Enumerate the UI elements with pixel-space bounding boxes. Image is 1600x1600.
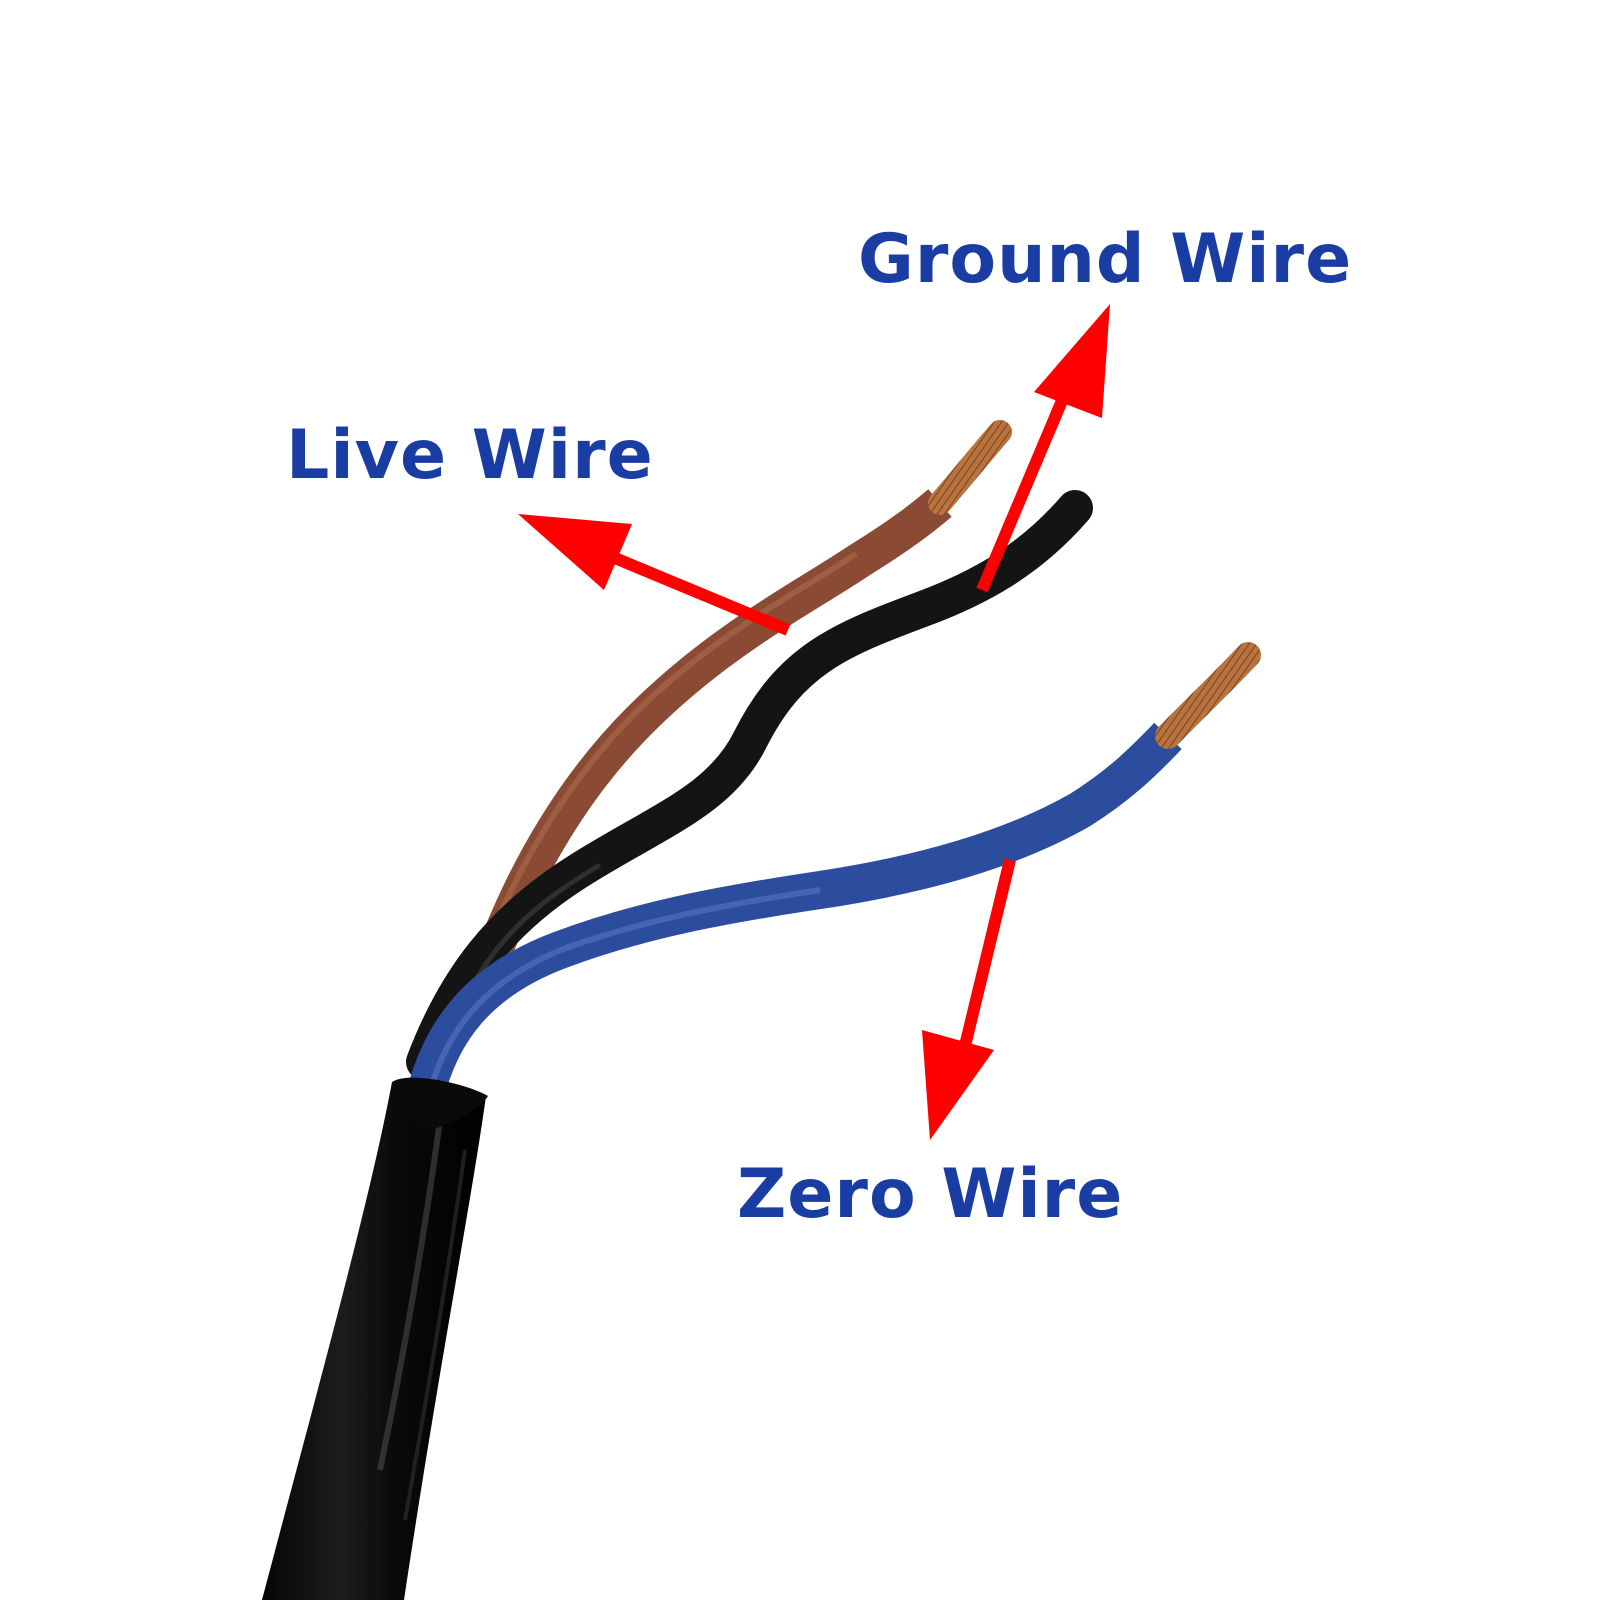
cable-jacket-highlight (377, 1119, 443, 1471)
zero-wire-label: Zero Wire (737, 1155, 1124, 1234)
zero-wire-highlight (429, 887, 821, 1086)
ground-wire-label: Ground Wire (858, 220, 1353, 299)
cable-jacket-highlight (403, 1149, 467, 1521)
ground-wire-highlight (467, 862, 602, 992)
arrow-to-live-wire (518, 514, 791, 636)
arrow-to-zero-wire (922, 858, 1016, 1140)
arrow-to-ground-wire (976, 304, 1110, 593)
live-wire-highlight (467, 551, 858, 991)
cable-jacket-opening (392, 1077, 488, 1130)
zero-wire-copper-core (1155, 642, 1261, 749)
ground-wire (406, 490, 1093, 1080)
cable-jacket (262, 1082, 486, 1600)
live-wire-copper-core (928, 420, 1012, 515)
live-wire-label: Live Wire (286, 416, 654, 495)
live-wire (460, 489, 952, 1004)
